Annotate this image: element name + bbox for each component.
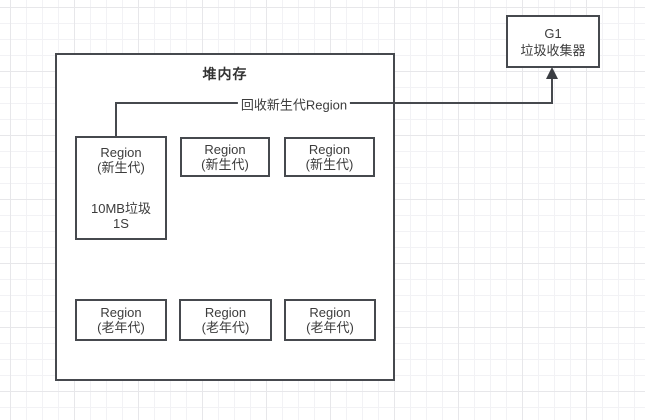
region-gc-duration: 1S bbox=[113, 216, 129, 231]
region-young-detailed[interactable]: Region (新生代) 10MB垃圾 1S bbox=[75, 136, 167, 240]
region-name: Region bbox=[204, 142, 246, 157]
region-generation: (老年代) bbox=[97, 320, 145, 335]
region-generation: (老年代) bbox=[306, 320, 354, 335]
region-name: Region bbox=[308, 142, 351, 157]
region-old-2[interactable]: Region (老年代) bbox=[179, 299, 272, 341]
region-name: Region bbox=[204, 305, 247, 320]
region-generation: (新生代) bbox=[97, 160, 145, 175]
arrowhead-up-icon bbox=[546, 67, 558, 79]
g1-collector-box[interactable]: G1 垃圾收集器 bbox=[506, 15, 600, 68]
g1-label: 垃圾收集器 bbox=[520, 42, 586, 58]
region-generation: (老年代) bbox=[201, 320, 250, 335]
region-young-3[interactable]: Region (新生代) bbox=[284, 137, 375, 177]
region-name: Region bbox=[309, 305, 351, 320]
region-name: Region bbox=[100, 145, 142, 160]
region-old-3[interactable]: Region (老年代) bbox=[284, 299, 376, 341]
heap-title: 堆内存 bbox=[202, 66, 248, 82]
connector-label[interactable]: 回收新生代Region bbox=[237, 94, 351, 114]
region-generation: (新生代) bbox=[201, 157, 249, 172]
region-generation: (新生代) bbox=[305, 157, 354, 172]
region-old-1[interactable]: Region (老年代) bbox=[75, 299, 167, 341]
region-name: Region bbox=[100, 305, 142, 320]
connector-vertical-from-region bbox=[115, 103, 117, 137]
connector-vertical-to-collector bbox=[551, 77, 553, 104]
g1-name: G1 bbox=[544, 25, 562, 41]
region-garbage-size: 10MB垃圾 bbox=[91, 201, 151, 216]
region-young-2[interactable]: Region (新生代) bbox=[180, 137, 270, 177]
